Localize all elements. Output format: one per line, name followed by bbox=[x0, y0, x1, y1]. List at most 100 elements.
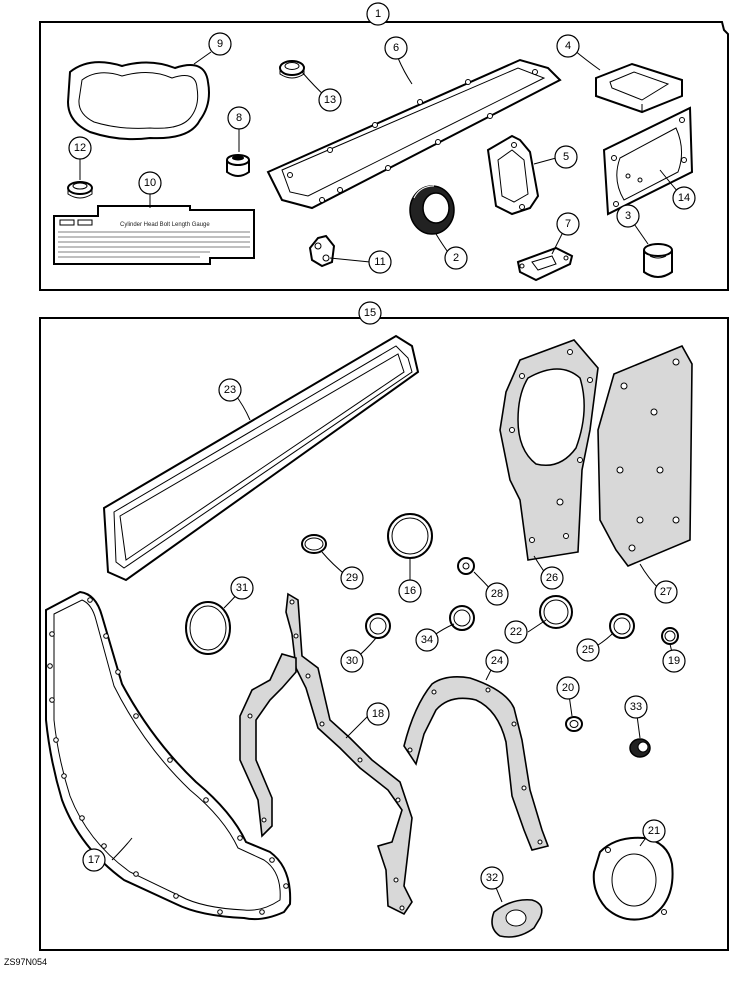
part-6-gasket bbox=[266, 58, 562, 210]
callout-18: 18 bbox=[366, 702, 390, 726]
part-10-bolt-length-gauge: Cylinder Head Bolt Length Gauge bbox=[53, 205, 255, 265]
part-28-washer bbox=[457, 557, 475, 575]
callout-label-28: 28 bbox=[491, 588, 503, 600]
callout-28: 28 bbox=[485, 582, 509, 606]
callout-label-31: 31 bbox=[236, 582, 248, 594]
part-20-seal bbox=[565, 716, 583, 732]
callout-24: 24 bbox=[485, 649, 509, 673]
part-27-gasket bbox=[597, 344, 693, 567]
callout-label-3: 3 bbox=[625, 210, 631, 222]
callout-label-26: 26 bbox=[546, 572, 558, 584]
callout-label-16: 16 bbox=[404, 585, 416, 597]
callout-2: 2 bbox=[444, 246, 468, 270]
callout-3: 3 bbox=[616, 204, 640, 228]
callout-8: 8 bbox=[227, 106, 251, 130]
part-9-gasket bbox=[66, 61, 210, 141]
part-16-o-ring bbox=[387, 513, 433, 559]
part-8-plug bbox=[226, 154, 250, 177]
callout-15: 15 bbox=[358, 301, 382, 325]
callout-label-32: 32 bbox=[486, 872, 498, 884]
part-2-seal bbox=[409, 185, 455, 235]
callout-12: 12 bbox=[68, 136, 92, 160]
part-21-gasket bbox=[592, 836, 674, 921]
callout-29: 29 bbox=[340, 566, 364, 590]
callout-label-12: 12 bbox=[74, 142, 86, 154]
callout-label-4: 4 bbox=[565, 40, 571, 52]
part-32-gasket bbox=[491, 898, 543, 938]
callout-1: 1 bbox=[366, 2, 390, 26]
part-3-plug bbox=[643, 243, 673, 278]
figure-code: ZS97N054 bbox=[4, 957, 47, 967]
callout-7: 7 bbox=[556, 212, 580, 236]
callout-32: 32 bbox=[480, 866, 504, 890]
callout-label-11: 11 bbox=[374, 256, 385, 268]
callout-label-5: 5 bbox=[563, 151, 569, 163]
callout-label-18: 18 bbox=[372, 708, 384, 720]
callout-10: 10 bbox=[138, 171, 162, 195]
part-26-gasket bbox=[499, 339, 599, 561]
callout-25: 25 bbox=[576, 638, 600, 662]
callout-label-17: 17 bbox=[88, 854, 100, 866]
callout-label-2: 2 bbox=[453, 252, 459, 264]
lower-kit-panel bbox=[39, 317, 729, 951]
callout-33: 33 bbox=[624, 695, 648, 719]
callout-label-22: 22 bbox=[510, 626, 522, 638]
part-23-gasket bbox=[102, 334, 420, 582]
lower-panel-border bbox=[39, 317, 729, 951]
part-18-gasket bbox=[239, 592, 413, 916]
callout-23: 23 bbox=[218, 378, 242, 402]
part-34-o-ring bbox=[449, 605, 475, 631]
callout-label-1: 1 bbox=[375, 8, 381, 20]
callout-30: 30 bbox=[340, 649, 364, 673]
callout-label-27: 27 bbox=[660, 586, 672, 598]
callout-20: 20 bbox=[556, 676, 580, 700]
callout-27: 27 bbox=[654, 580, 678, 604]
part-19-o-ring bbox=[661, 627, 679, 645]
gauge-title: Cylinder Head Bolt Length Gauge bbox=[120, 222, 210, 228]
part-25-o-ring bbox=[609, 613, 635, 639]
callout-label-15: 15 bbox=[364, 307, 376, 319]
callout-label-20: 20 bbox=[562, 682, 574, 694]
callout-label-8: 8 bbox=[236, 112, 242, 124]
callout-17: 17 bbox=[82, 848, 106, 872]
callout-26: 26 bbox=[540, 566, 564, 590]
part-17-gasket bbox=[45, 590, 292, 921]
part-4-gasket bbox=[595, 62, 683, 114]
callout-label-13: 13 bbox=[324, 94, 336, 106]
callout-22: 22 bbox=[504, 620, 528, 644]
part-12-seal bbox=[67, 181, 93, 199]
callout-13: 13 bbox=[318, 88, 342, 112]
callout-label-7: 7 bbox=[565, 218, 571, 230]
callout-label-14: 14 bbox=[678, 192, 690, 204]
callout-label-33: 33 bbox=[630, 701, 642, 713]
callout-label-9: 9 bbox=[217, 38, 223, 50]
callout-31: 31 bbox=[230, 576, 254, 600]
callout-16: 16 bbox=[398, 579, 422, 603]
callout-4: 4 bbox=[556, 34, 580, 58]
callout-label-24: 24 bbox=[491, 655, 503, 667]
callout-5: 5 bbox=[554, 145, 578, 169]
callout-label-6: 6 bbox=[393, 42, 399, 54]
part-14-gasket bbox=[602, 106, 694, 216]
part-7-gasket bbox=[516, 246, 574, 282]
callout-label-23: 23 bbox=[224, 384, 236, 396]
callout-label-29: 29 bbox=[346, 572, 358, 584]
callout-14: 14 bbox=[672, 186, 696, 210]
callout-11: 11 bbox=[368, 250, 392, 274]
part-33-plug bbox=[629, 738, 651, 758]
part-24-gasket bbox=[403, 676, 550, 851]
callout-label-21: 21 bbox=[648, 825, 660, 837]
callout-label-10: 10 bbox=[144, 177, 156, 189]
part-30-o-ring bbox=[365, 613, 391, 639]
callout-label-30: 30 bbox=[346, 655, 358, 667]
callout-34: 34 bbox=[415, 628, 439, 652]
upper-panel-border bbox=[39, 21, 729, 291]
callout-label-19: 19 bbox=[668, 655, 680, 667]
callout-label-34: 34 bbox=[421, 634, 433, 646]
callout-6: 6 bbox=[384, 36, 408, 60]
upper-kit-panel bbox=[39, 21, 729, 291]
part-13-seal bbox=[279, 60, 305, 79]
part-29-o-ring bbox=[301, 534, 327, 554]
callout-9: 9 bbox=[208, 32, 232, 56]
